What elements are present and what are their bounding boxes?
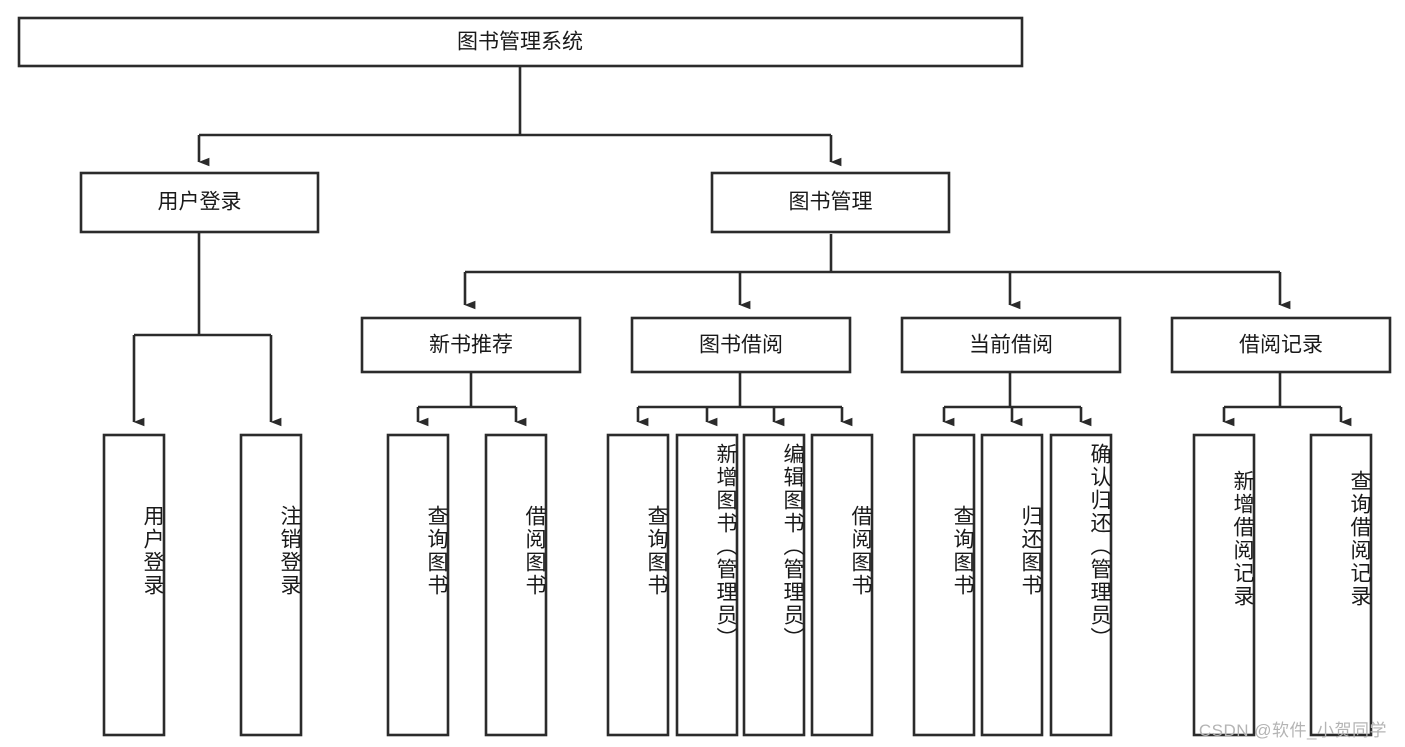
node-book-manage-box[interactable] <box>710 171 951 234</box>
connector-group-root <box>197 66 842 167</box>
connector-group-book-borrow <box>636 372 853 427</box>
leaf-box-borrow-record-0[interactable] <box>1192 433 1256 737</box>
node-current-borrow-label: 当前借阅 <box>969 334 1053 357</box>
node-user-login-box[interactable] <box>79 171 320 234</box>
leaf-box-current-borrow-2[interactable] <box>1049 433 1113 737</box>
node-user-login-label: 用户登录 <box>158 191 242 214</box>
leaf-box-book-borrow-2[interactable] <box>742 433 806 737</box>
node-root-label: 图书管理系统 <box>457 31 583 54</box>
node-new-book-recommend-box[interactable] <box>360 316 582 374</box>
node-new-book-recommend-label: 新书推荐 <box>429 334 513 357</box>
leaf-box-user-login-0[interactable] <box>102 433 166 737</box>
leaf-box-book-borrow-0[interactable] <box>606 433 670 737</box>
leaf-box-current-borrow-1[interactable] <box>980 433 1044 737</box>
leaf-box-new-book-0[interactable] <box>386 433 450 737</box>
node-borrow-record-label: 借阅记录 <box>1239 334 1323 357</box>
connector-group-new-book <box>416 372 527 427</box>
connector-group-current-borrow <box>942 372 1092 427</box>
leaf-box-book-borrow-3[interactable] <box>810 433 874 737</box>
csdn-watermark: CSDN @软件_小贺同学 <box>1198 721 1387 740</box>
node-borrow-record-box[interactable] <box>1170 316 1392 374</box>
leaf-box-new-book-1[interactable] <box>484 433 548 737</box>
connector-group-borrow-record <box>1222 372 1352 427</box>
node-root[interactable]: 图书管理系统 <box>17 16 1024 68</box>
leaf-box-user-login-1[interactable] <box>239 433 303 737</box>
node-current-borrow[interactable]: 当前借阅 <box>900 316 1122 374</box>
connector-group-book-manage <box>463 234 1291 310</box>
node-book-borrow[interactable]: 图书借阅 <box>630 316 852 374</box>
node-root-box[interactable] <box>17 16 1024 68</box>
leaf-box-borrow-record-1[interactable] <box>1309 433 1373 737</box>
connector-group-user-login <box>132 232 282 427</box>
node-current-borrow-box[interactable] <box>900 316 1122 374</box>
leaf-box-book-borrow-1[interactable] <box>675 433 739 737</box>
leaf-box-current-borrow-0[interactable] <box>912 433 976 737</box>
node-new-book-recommend[interactable]: 新书推荐 <box>360 316 582 374</box>
node-book-borrow-box[interactable] <box>630 316 852 374</box>
node-borrow-record[interactable]: 借阅记录 <box>1170 316 1392 374</box>
node-book-manage-label: 图书管理 <box>789 191 873 214</box>
node-book-manage[interactable]: 图书管理 <box>710 171 951 234</box>
node-user-login[interactable]: 用户登录 <box>79 171 320 234</box>
node-book-borrow-label: 图书借阅 <box>699 334 783 357</box>
